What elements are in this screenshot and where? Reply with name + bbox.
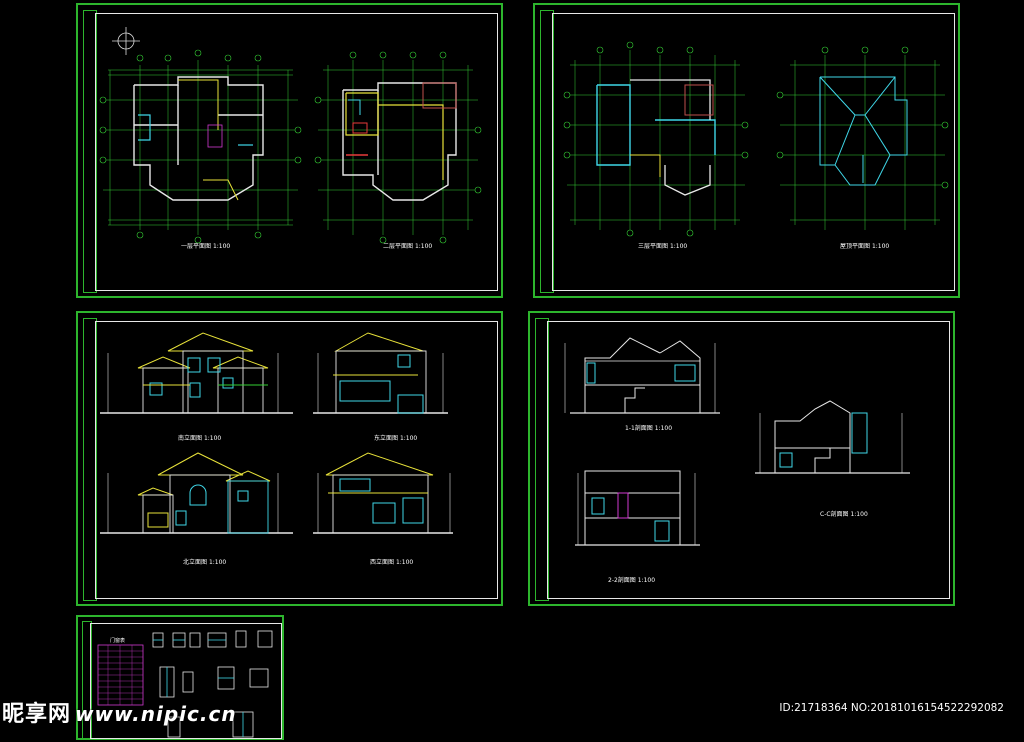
second-floor-plan [314,51,482,244]
floor-plan-drawing [563,41,949,237]
drawing-sheet-elevations[interactable]: 南立面图 1:100 东立面图 1:100 北立面图 1:100 西立面图 1:… [76,311,503,606]
section-c [755,400,910,474]
section-a [564,337,720,414]
first-floor-plan [99,49,302,244]
east-elevation [313,332,448,414]
caption-west: 西立面图 1:100 [370,559,414,566]
caption-section-b: 2-2剖面图 1:100 [608,577,656,584]
caption-second-floor: 二层平面图 1:100 [383,243,433,250]
caption-roof: 屋顶平面图 1:100 [840,243,890,250]
sheet-border [95,321,498,599]
elevation-drawing [100,332,453,534]
caption-section-c: C-C剖面图 1:100 [820,511,868,518]
section-drawing [564,337,910,546]
sheet-border [95,13,498,291]
sheet-border [552,13,955,291]
title-block [540,10,554,293]
caption-north: 北立面图 1:100 [183,559,227,566]
caption-section-a: 1-1剖面图 1:100 [625,425,673,432]
section-b [575,470,700,546]
title-block [83,10,97,293]
sheet-border [547,321,950,599]
title-block [83,318,97,601]
north-arrow-icon [112,27,140,55]
drawing-sheet-sections[interactable]: 1-1剖面图 1:100 2-2剖面图 1:100 C-C剖面图 1:100 [528,311,955,606]
south-elevation [100,332,293,414]
watermark-id: ID:21718364 NO:20181016154522292082 [779,702,1004,714]
title-block [535,318,549,601]
caption-east: 东立面图 1:100 [374,435,418,442]
caption-first-floor: 一层平面图 1:100 [181,243,231,250]
floor-plan-drawing [99,27,482,244]
west-elevation [313,452,453,534]
roof-plan [776,46,949,230]
drawing-sheet-floor-plans-1[interactable]: 一层平面图 1:100 二层平面图 1:100 [76,3,503,298]
drawing-sheet-floor-plans-2[interactable]: 三层平面图 1:100 屋顶平面图 1:100 [533,3,960,298]
door-window-table-title: 门窗表 [110,638,126,644]
third-floor-plan [563,41,749,237]
caption-third-floor: 三层平面图 1:100 [638,243,688,250]
north-elevation [100,452,293,534]
caption-south: 南立面图 1:100 [178,435,222,442]
